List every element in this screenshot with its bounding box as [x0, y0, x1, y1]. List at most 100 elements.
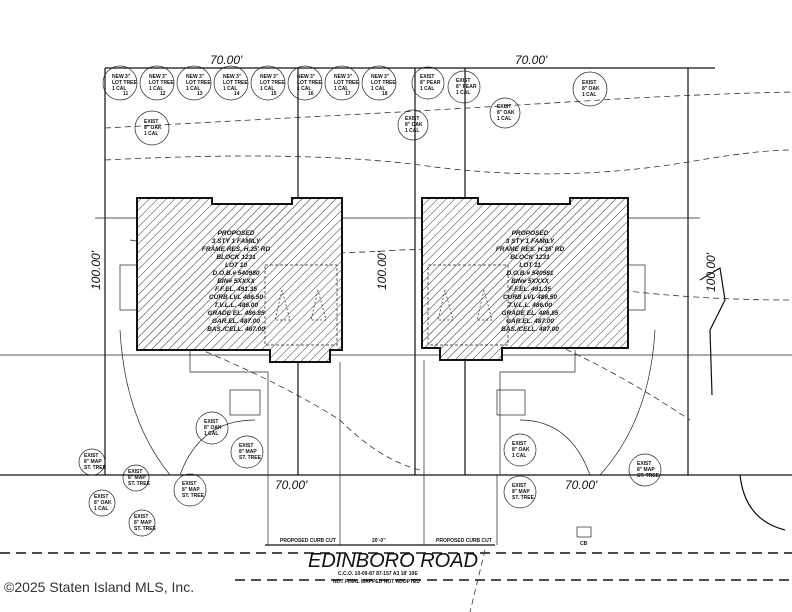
tree-circle-icon	[287, 65, 323, 101]
dimension-label: 70.00'	[515, 53, 548, 67]
tree-circle-icon	[195, 411, 229, 445]
tree-number: 14	[234, 91, 240, 97]
dimension-label: 100.00'	[704, 252, 718, 292]
tree-label: 8" MAP	[84, 459, 102, 465]
lot-info-line: D.O.B.# 540980	[213, 270, 260, 277]
tree-circle-icon	[134, 110, 170, 146]
tree-label: EXIST	[84, 453, 98, 459]
tree-label: 8" PEAR	[420, 80, 441, 86]
lot-info-line: GAR.EL. 487.00	[506, 318, 554, 325]
property-lines	[0, 67, 792, 531]
tree-label: LOT TREE	[149, 80, 174, 86]
tree-label: EXIST	[405, 116, 419, 122]
lot-info-line: GAR.EL. 487.00	[212, 318, 260, 325]
lot-info-line: T.V.L.L. 486.00	[214, 302, 258, 309]
tree-label: LOT TREE	[260, 80, 285, 86]
road-note: C.C.O. 10-09-87 87-157 A3 18' 10E	[338, 571, 418, 577]
lot-info-line: F.F.EL. 491.35	[509, 286, 551, 293]
lot-info-line: BLOCK 1231	[510, 254, 550, 261]
tree-label: 1 CAL	[144, 131, 158, 137]
tree-label: 8" MAP	[239, 449, 257, 455]
tree-label: 1 CAL	[456, 90, 470, 96]
tree-label: 8" MAP	[512, 489, 530, 495]
road-note: NOT FINAL MAPPED NOT ADOPTED	[333, 579, 420, 585]
tree-label: EXIST	[94, 494, 108, 500]
lot-info-line: BAS./CELL. 487.00	[207, 326, 265, 333]
lot-info-line: GRADE EL. 486.85	[207, 310, 264, 317]
tree-label: ST. TREE	[182, 493, 205, 499]
lot-info-line: 3 STY 1 FAMILY	[506, 238, 555, 245]
tree-label: EXIST	[512, 483, 526, 489]
tree-label: 8" OAK	[144, 125, 162, 131]
tree-label: NEW 3"	[112, 74, 131, 80]
tree-label: ST. TREE	[239, 455, 262, 461]
tree-circle-icon	[503, 433, 537, 467]
tree-label: 1 CAL	[149, 86, 163, 92]
lot-info-line: 3 STY 1 FAMILY	[212, 238, 261, 245]
lot-info-line: CURB LVL 486.50	[503, 294, 557, 301]
tree-circle-icon	[397, 109, 429, 141]
curb-cut-label: 20'-0"	[372, 538, 386, 544]
road-name: EDINBORO ROAD	[308, 550, 478, 572]
tree-label: 1 CAL	[497, 116, 511, 122]
driveways	[119, 329, 656, 546]
tree-label: 1 CAL	[512, 453, 526, 459]
lot-info-line: FRAME RES. H.35' RD	[496, 246, 565, 253]
tree-label: 1 CAL	[297, 86, 311, 92]
tree-circle-icon	[411, 66, 445, 100]
tree-label: EXIST	[134, 514, 148, 520]
lot-info-line: BIN# 5XXXX	[217, 278, 255, 285]
tree-label: EXIST	[182, 481, 196, 487]
curb-cut-label: PROPOSED CURB CUT	[280, 538, 336, 544]
tree-label: 8" MAP	[637, 467, 655, 473]
dimension-label: 70.00'	[275, 478, 308, 492]
lot-info-line: PROPOSED	[512, 230, 549, 237]
tree-number: 15	[271, 91, 277, 97]
tree-circle-icon	[173, 473, 207, 507]
tree-number: 18	[382, 91, 388, 97]
lot-info-line: BIN# 5XXXX	[511, 278, 549, 285]
tree-label: 1 CAL	[94, 506, 108, 512]
tree-label: ST. TREE	[134, 526, 157, 532]
tree-label: ST. TREE	[128, 481, 151, 487]
tree-label: EXIST	[144, 119, 158, 125]
tree-label: 8" OAK	[512, 447, 530, 453]
tree-circle-icon	[78, 448, 106, 476]
tree-label: 8" OAK	[497, 110, 515, 116]
tree-label: NEW 3"	[297, 74, 316, 80]
tree-label: NEW 3"	[260, 74, 279, 80]
tree-label: 1 CAL	[112, 86, 126, 92]
tree-label: EXIST	[239, 443, 253, 449]
lot-info-line: FRAME RES. H.35' RD	[202, 246, 271, 253]
tree-label: EXIST	[128, 469, 142, 475]
lot-info-line: PROPOSED	[218, 230, 255, 237]
catch-basin-label: CB	[580, 541, 588, 547]
tree-label: ST. TREE	[512, 495, 535, 501]
tree-label: EXIST	[637, 461, 651, 467]
tree-circle-icon	[250, 65, 286, 101]
tree-label: 1 CAL	[582, 92, 596, 98]
tree-label: 8" OAK	[94, 500, 112, 506]
tree-circle-icon	[213, 65, 249, 101]
lot-info-line: BLOCK 1231	[216, 254, 256, 261]
tree-label: 1 CAL	[204, 431, 218, 437]
curb-cut-label: PROPOSED CURB CUT	[436, 538, 492, 544]
tree-circle-icon	[324, 65, 360, 101]
tree-label: NEW 3"	[223, 74, 242, 80]
tree-label: 1 CAL	[334, 86, 348, 92]
